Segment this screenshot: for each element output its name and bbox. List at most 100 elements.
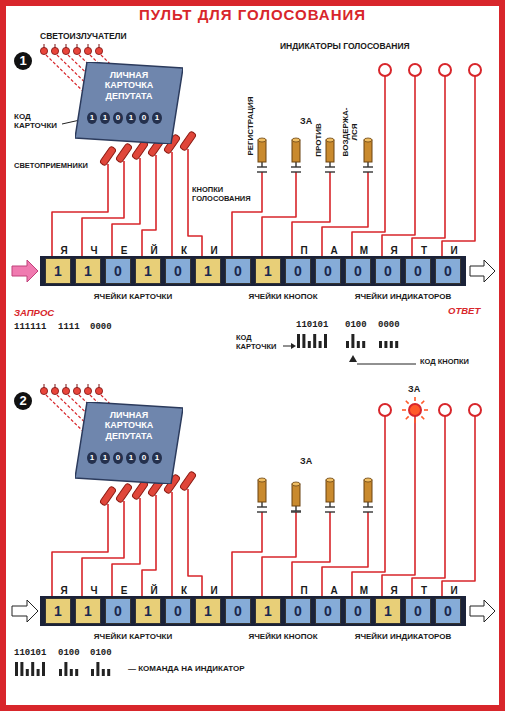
light-ray [421, 401, 424, 404]
switch-contact [291, 166, 301, 167]
memory-cell: 0 [165, 258, 191, 284]
wire [382, 416, 415, 598]
cell-value: 0 [406, 599, 430, 623]
switch-contact [325, 166, 335, 167]
light-emitter [84, 47, 91, 54]
memory-cell: 1 [375, 598, 401, 624]
part-label: СВЕТОПРИЕМНИКИ [14, 162, 88, 171]
cell-value: 1 [256, 599, 280, 623]
code-value: 110101 [296, 320, 328, 330]
card-digit: 0 [116, 453, 120, 462]
code-value: 111111 [14, 322, 46, 332]
light-receiver [115, 483, 132, 503]
button-label: ПРОТИВ [314, 123, 323, 157]
title: ПУЛЬТ ДЛЯ ГОЛОСОВАНИЯ [133, 6, 372, 23]
pulse-bar [297, 334, 300, 348]
switch-stem [367, 162, 368, 167]
indicator-lamp [409, 64, 421, 76]
switch-contact [291, 510, 301, 511]
wire [52, 164, 108, 258]
light-ray [406, 401, 409, 404]
wire [322, 172, 368, 258]
button-body [292, 484, 300, 506]
memory-cell: 1 [135, 258, 161, 284]
pulse-bar [313, 334, 316, 348]
code-value: 110101 [14, 648, 46, 658]
pulse-bar [91, 669, 94, 676]
card-hole [152, 452, 162, 464]
pulse-bar [324, 334, 327, 348]
indicator-lamp [379, 404, 391, 416]
button-body [258, 140, 266, 162]
memory-letter: М [360, 245, 368, 256]
light-emitter [73, 387, 80, 394]
cell-value: 1 [376, 599, 400, 623]
memory-letter: И [450, 245, 457, 256]
switch-contact [257, 511, 267, 512]
pulse-bar [26, 669, 29, 676]
cell-value: 0 [346, 259, 370, 283]
wire [442, 76, 475, 258]
button-label: ЗА [300, 456, 312, 466]
memory-letter: Ч [90, 585, 97, 596]
card-digit: 1 [129, 453, 133, 462]
part-label: КНОПКИ ГОЛОСОВАНИЯ [192, 186, 256, 203]
pulse-bar [31, 662, 34, 676]
page-frame [3, 3, 502, 708]
indicator-lamp [409, 404, 421, 416]
button-body [292, 140, 300, 162]
memory-letter: Й [150, 585, 157, 596]
code-value: 0100 [58, 648, 80, 658]
memory-letter: И [450, 585, 457, 596]
group-label: ЯЧЕЙКИ КАРТОЧКИ [94, 292, 172, 301]
card-hole [139, 452, 149, 464]
cell-value: 0 [226, 259, 250, 283]
wire [352, 76, 385, 258]
light-ray [414, 419, 416, 423]
memory-cell: 0 [435, 598, 461, 624]
card-digit: 1 [103, 453, 107, 462]
wire [142, 495, 156, 598]
memory-letter: Т [421, 245, 427, 256]
light-receiver [179, 471, 196, 491]
card-digit: 1 [155, 113, 159, 122]
pulse-bar [351, 334, 354, 348]
switch-contact [363, 171, 373, 172]
switch-stem [261, 162, 262, 167]
memory-letter: Е [121, 585, 128, 596]
wire [171, 492, 173, 598]
switch-contact [325, 171, 335, 172]
cell-value: 0 [226, 599, 250, 623]
indicator-lamp [439, 404, 451, 416]
pulse-bar [42, 662, 45, 676]
deputy-card: ЛИЧНАЯ КАРТОЧКА ДЕПУТАТА [75, 62, 183, 144]
button-label: ВОЗДЕРЖА-ЛСЯ [341, 107, 359, 157]
light-ray [424, 409, 428, 411]
light-emitter [95, 387, 102, 394]
card-digit: 0 [142, 453, 146, 462]
cell-value: 0 [376, 259, 400, 283]
pulse-bar [308, 341, 311, 348]
button-cap [292, 482, 300, 486]
pulse-bar [319, 341, 322, 348]
memory-cell: 1 [255, 598, 281, 624]
wire [292, 172, 330, 258]
arrow-head [349, 355, 357, 362]
wire [382, 76, 415, 258]
section-label: ЗАПРОС [14, 308, 54, 319]
pulse-code [346, 334, 365, 348]
section-label: ОТВЕТ [448, 306, 480, 317]
wire [142, 155, 156, 258]
light-emitter [95, 47, 102, 54]
memory-cell: 1 [135, 598, 161, 624]
cell-value: 1 [46, 259, 70, 283]
button-cap [364, 138, 372, 142]
memory-letter: Я [390, 585, 397, 596]
input-arrow [12, 260, 38, 282]
light-emitter [73, 47, 80, 54]
memory-cell: 1 [255, 258, 281, 284]
memory-cell: 0 [345, 258, 371, 284]
cell-value: 0 [106, 599, 130, 623]
memory-cell: 0 [315, 598, 341, 624]
wire [412, 76, 445, 258]
